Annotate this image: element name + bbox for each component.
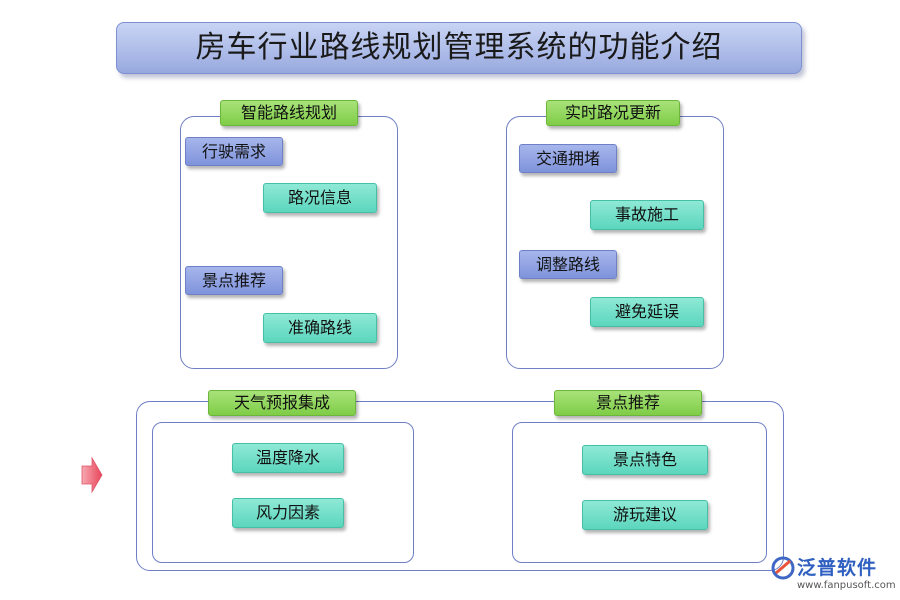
node-traffic-jam: 交通拥堵 <box>519 144 617 173</box>
brand-logo: 泛普软件 www.fanpusoft.com <box>770 553 896 597</box>
node-adjust-route: 调整路线 <box>519 250 617 279</box>
node-scenic-features: 景点特色 <box>582 445 708 475</box>
panel-scenic <box>512 422 767 563</box>
node-scenic-recommend: 景点推荐 <box>185 266 283 295</box>
node-accident-construction: 事故施工 <box>590 200 704 230</box>
panel-header-weather: 天气预报集成 <box>208 390 356 416</box>
node-driving-needs: 行驶需求 <box>185 137 283 166</box>
logo-icon <box>771 556 795 580</box>
panel-header-realtime: 实时路况更新 <box>546 100 680 126</box>
panel-header-scenic: 景点推荐 <box>554 390 702 416</box>
page-title: 房车行业路线规划管理系统的功能介绍 <box>116 22 802 74</box>
node-wind-factor: 风力因素 <box>232 498 344 528</box>
logo-name: 泛普软件 <box>797 557 878 579</box>
node-temp-precip: 温度降水 <box>232 443 344 473</box>
node-accurate-route: 准确路线 <box>263 313 377 343</box>
node-road-info: 路况信息 <box>263 183 377 213</box>
node-play-suggestion: 游玩建议 <box>582 500 708 530</box>
red-arrow-icon <box>81 456 103 494</box>
logo-url: www.fanpusoft.com <box>797 580 896 591</box>
panel-header-smart-route: 智能路线规划 <box>220 100 358 126</box>
node-avoid-delay: 避免延误 <box>590 297 704 327</box>
